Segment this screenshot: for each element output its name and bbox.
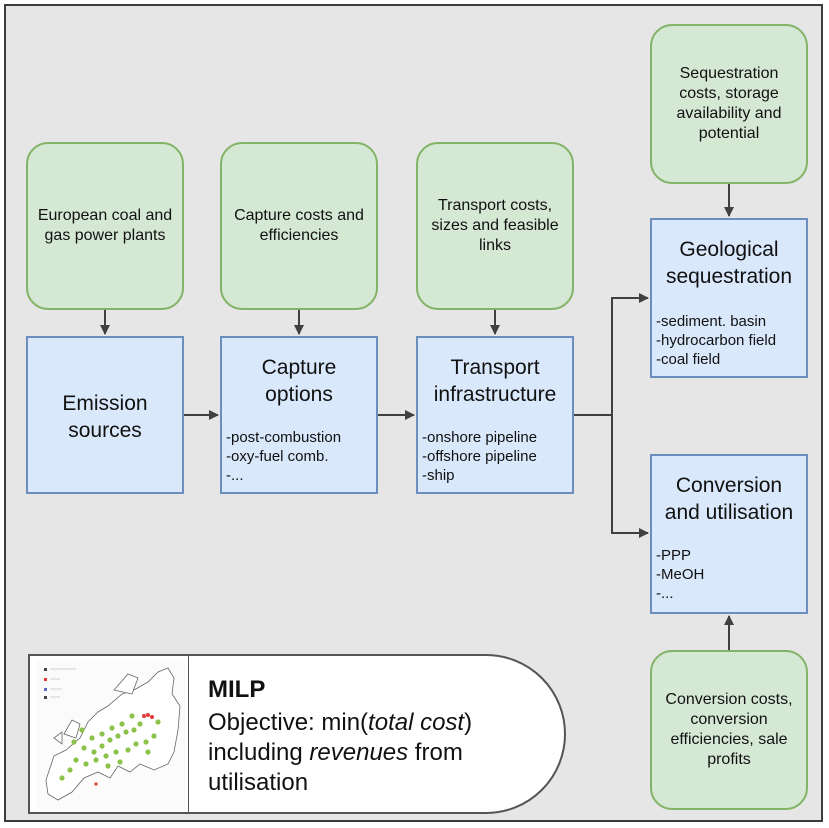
transport-options-list: -onshore pipeline -offshore pipeline -sh… — [422, 428, 537, 485]
connector-transport-to-conversion — [611, 415, 649, 538]
capture-options-list: -post-combustion -oxy-fuel comb. -... — [226, 428, 341, 485]
source-conversion-costs: Conversion costs, conversion efficiencie… — [650, 650, 808, 810]
source-power-plants: European coal and gas power plants — [26, 142, 184, 310]
block-conversion-utilisation: Conversion and utilisation -PPP -MeOH -.… — [650, 454, 808, 614]
geological-title-line2: sequestration — [665, 265, 793, 288]
milp-utilisation-line: utilisation — [208, 769, 309, 796]
milp-objective-suffix: ) — [464, 709, 473, 736]
milp-objective-total-cost: total cost — [368, 709, 465, 736]
source-sequestration-costs-text: Sequestration costs, storage availabilit… — [676, 65, 782, 142]
geological-option-item: -sediment. basin — [656, 313, 767, 330]
source-transport-costs-text: Transport costs, sizes and feasible link… — [431, 197, 559, 254]
conversion-option-item: -PPP — [656, 547, 692, 564]
geological-options-list: -sediment. basin -hydrocarbon field -coa… — [656, 312, 776, 369]
diagram-canvas: European coal and gas power plants Captu… — [4, 4, 823, 822]
emission-title-line2: sources — [68, 419, 142, 442]
source-capture-costs: Capture costs and efficiencies — [220, 142, 378, 310]
capture-option-item: -... — [226, 467, 244, 484]
milp-revenues-prefix: including — [208, 739, 310, 766]
block-geological-sequestration: Geological sequestration -sediment. basi… — [650, 218, 808, 378]
conversion-options-list: -PPP -MeOH -... — [656, 546, 704, 603]
capture-title-line1: Capture — [261, 356, 337, 379]
capture-title-line2: options — [265, 383, 333, 406]
capture-option-item: -post-combustion — [226, 429, 342, 446]
milp-revenues-line: including revenues from — [208, 738, 463, 768]
conversion-option-item: -MeOH — [656, 566, 705, 583]
milp-objective-box: MILP Objective: min(total cost) includin… — [28, 654, 566, 814]
milp-objective-line: Objective: min(total cost) — [208, 708, 472, 738]
transport-title-line1: Transport — [450, 356, 540, 379]
block-emission-sources: Emission sources — [26, 336, 184, 494]
transport-option-item: -ship — [422, 467, 455, 484]
geological-option-item: -hydrocarbon field — [656, 332, 777, 349]
geological-title-line1: Geological — [679, 238, 779, 261]
emission-title-line1: Emission — [62, 392, 148, 415]
source-capture-costs-text: Capture costs and efficiencies — [234, 207, 364, 244]
source-conversion-costs-text: Conversion costs, conversion efficiencie… — [665, 691, 793, 768]
geological-option-item: -coal field — [656, 351, 721, 368]
source-transport-costs: Transport costs, sizes and feasible link… — [416, 142, 574, 310]
transport-title-line2: infrastructure — [433, 383, 557, 406]
connector-transport-branch — [574, 293, 649, 416]
capture-option-item: -oxy-fuel comb. — [226, 448, 329, 465]
block-capture-options: Capture options -post-combustion -oxy-fu… — [220, 336, 378, 494]
conversion-option-item: -... — [656, 585, 674, 602]
block-transport-infrastructure: Transport infrastructure -onshore pipeli… — [416, 336, 574, 494]
milp-revenues-suffix: from — [408, 739, 463, 766]
connector-arrows — [100, 184, 734, 650]
europe-map-thumbnail — [36, 660, 186, 810]
milp-revenues-word: revenues — [309, 739, 409, 766]
conversion-title-line2: and utilisation — [664, 501, 794, 524]
source-sequestration-costs: Sequestration costs, storage availabilit… — [650, 24, 808, 184]
transport-option-item: -onshore pipeline — [422, 429, 538, 446]
conversion-title-line1: Conversion — [675, 474, 783, 497]
transport-option-item: -offshore pipeline — [422, 448, 537, 465]
source-power-plants-text: European coal and gas power plants — [37, 207, 173, 244]
milp-objective-prefix: Objective: min( — [208, 709, 369, 736]
milp-title: MILP — [208, 676, 266, 703]
milp-divider — [188, 656, 189, 812]
